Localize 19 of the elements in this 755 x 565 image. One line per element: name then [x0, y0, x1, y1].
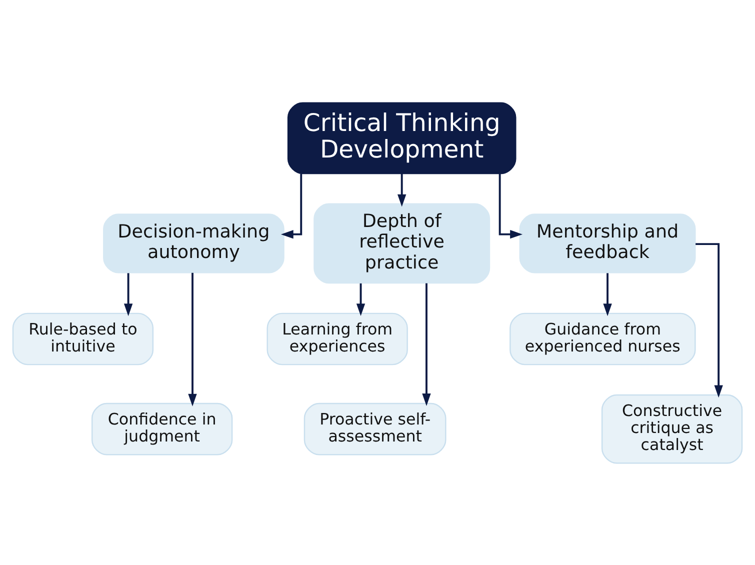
- node-box: Constructive critique as catalyst: [601, 394, 743, 464]
- node-box: Learning from experiences: [266, 312, 408, 365]
- node-box: Proactive self-assessment: [304, 402, 446, 455]
- arrow: [188, 272, 197, 406]
- node-box: Decision-making autonomy: [103, 213, 284, 273]
- arrow: [498, 173, 523, 238]
- arrow: [124, 272, 133, 316]
- node-box: Mentorship and feedback: [519, 213, 696, 273]
- arrow: [397, 173, 406, 206]
- node-box: Rule-based to intuitive: [12, 312, 154, 365]
- arrow: [280, 173, 302, 238]
- node-box: Critical Thinking Development: [287, 102, 516, 174]
- node-box: Guidance from experienced nurses: [510, 312, 696, 365]
- arrow: [356, 282, 366, 316]
- node-box: Confidence in judgment: [91, 402, 233, 455]
- arrow: [603, 272, 612, 316]
- arrow: [422, 282, 431, 406]
- arrow: [696, 242, 723, 398]
- node-box: Depth of reflective practice: [314, 202, 490, 284]
